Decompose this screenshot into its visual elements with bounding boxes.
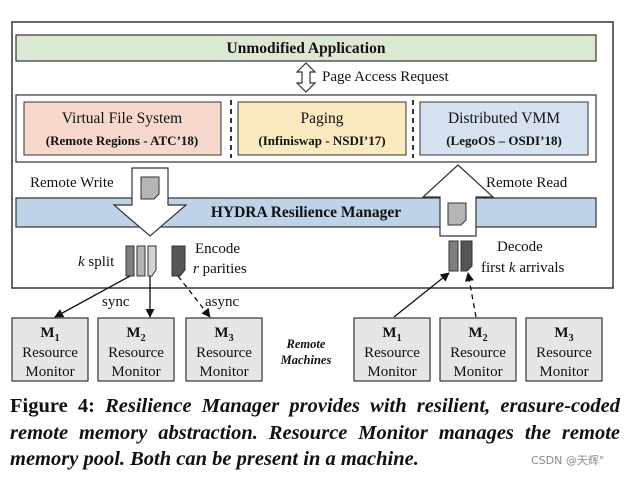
dvmm-box [419,101,589,156]
monitor-line-2: Monitor [367,364,416,380]
read-arrow-m2 [464,272,477,318]
sync-arrow-m1 [54,275,131,318]
paging-subtitle: (Infiniswap - NSDI’17) [258,133,385,148]
monitor-line-1: Resource [108,345,164,361]
monitor-line-2: Monitor [453,364,502,380]
monitor-line-2: Monitor [111,364,160,380]
r-parities-label: r parities [193,261,247,277]
machine-name: M1 [382,325,401,344]
async-label: async [205,294,239,310]
decode-piece-2 [460,240,473,272]
data-split-piece-2 [136,245,146,277]
machine-left-3: M3 Resource Monitor [185,317,263,382]
k-split-label: k split [78,254,115,270]
remote-machines-label-line-1: Remote [286,337,326,351]
monitor-line-1: Resource [364,345,420,361]
monitor-line-2: Monitor [25,364,74,380]
monitor-line-2: Monitor [199,364,248,380]
machine-right-1: M1 Resource Monitor [353,317,431,382]
app-label: Unmodified Application [227,40,386,57]
paging-title: Paging [300,110,343,127]
machine-left-1: M1 Resource Monitor [11,317,89,382]
first-k-arrivals-label: first k arrivals [481,260,564,276]
dvmm-title: Distributed VMM [448,110,560,127]
data-split-piece-3 [147,245,157,277]
read-page-icon [447,202,467,226]
machine-name: M1 [40,325,59,344]
vfs-box [23,101,222,156]
remote-write-arrow-icon [112,167,188,237]
write-page-icon [140,176,160,200]
monitor-line-1: Resource [196,345,252,361]
machine-name: M3 [554,325,573,344]
parity-piece [171,245,186,277]
machine-name: M2 [468,325,487,344]
paging-box [237,101,407,156]
data-split-piece-1 [125,245,135,277]
dvmm-subtitle: (LegoOS – OSDI’18) [446,133,562,148]
remote-write-label: Remote Write [30,175,114,191]
monitor-line-1: Resource [536,345,592,361]
machine-name: M3 [214,325,233,344]
machine-left-2: M2 Resource Monitor [97,317,175,382]
machine-name: M2 [126,325,145,344]
encode-label: Encode [195,241,240,257]
remote-machines-label-line-2: Machines [280,353,332,367]
vfs-subtitle: (Remote Regions - ATC’18) [46,133,198,148]
decode-piece-1 [448,240,459,272]
monitor-line-1: Resource [22,345,78,361]
watermark: CSDN @天辉° [531,454,605,467]
remote-read-arrow-icon [421,164,495,237]
caption-text: Resilience Manager provides with resilie… [10,395,620,470]
figure-caption: Figure 4: Resilience Manager provides wi… [10,393,620,473]
monitor-line-1: Resource [450,345,506,361]
app-box [15,34,597,62]
monitor-line-2: Monitor [539,364,588,380]
page-access-double-arrow-icon [295,62,317,93]
machine-right-3: M3 Resource Monitor [525,317,603,382]
decode-label: Decode [497,239,543,255]
page-access-label: Page Access Request [322,69,449,85]
remote-read-label: Remote Read [486,175,568,191]
caption-label: Figure 4: [10,395,95,417]
sync-label: sync [102,294,130,310]
machine-right-2: M2 Resource Monitor [439,317,517,382]
manager-box [15,197,597,228]
read-arrow-m1 [393,272,450,318]
vfs-title: Virtual File System [62,110,182,127]
manager-label: HYDRA Resilience Manager [211,204,401,221]
